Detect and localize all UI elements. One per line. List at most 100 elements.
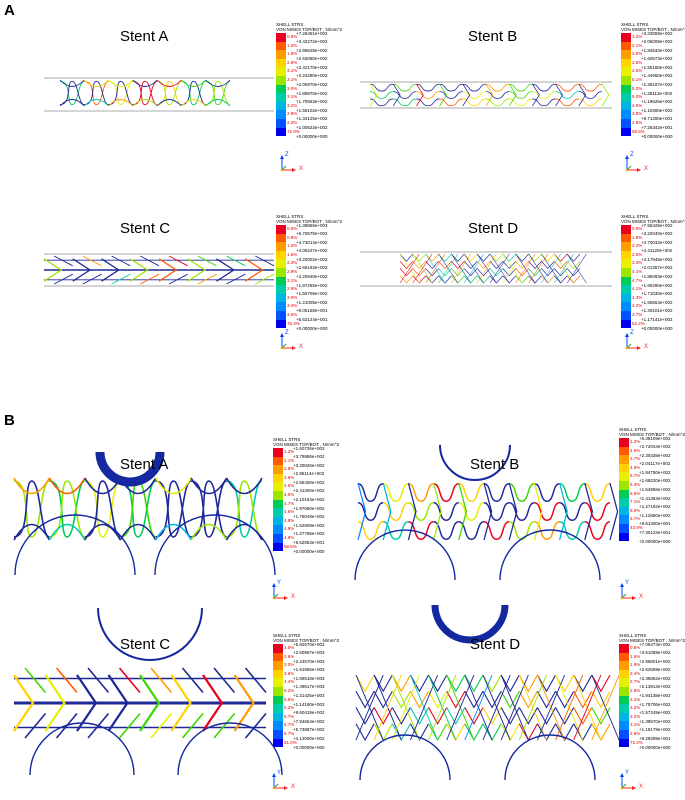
axis-triad: Z X: [278, 330, 304, 354]
legend-header-line2: VON MISES TOP/BOT , N/mm^2: [619, 432, 685, 437]
legend-percent: 4.7%: [284, 500, 295, 506]
axis-triad: Y X: [618, 770, 644, 794]
legend-percent: 0.8%: [287, 34, 298, 39]
legend-percent: 4.3%: [632, 294, 643, 300]
legend-percent: 43.9%: [630, 524, 643, 530]
legend-color-swatch: [621, 84, 631, 94]
legend-value: +1.12650e+002: [639, 512, 671, 518]
legend-percent: 62.2%: [632, 320, 645, 326]
legend-percent: 7.1%: [630, 499, 641, 505]
legend-color-swatch: [621, 319, 631, 329]
legend-value: +5.73897e+002: [293, 727, 325, 733]
legend-value: +2.72044e+002: [639, 444, 671, 450]
vertical-axis-label: Z: [630, 330, 634, 336]
legend-value: +9.29299e+001: [639, 736, 671, 742]
legend-percent: 58.5%: [632, 128, 645, 134]
legend-value: +7.94654e+002: [293, 718, 325, 724]
legend-percent: 2.6%: [284, 653, 295, 659]
legend-value: +1.70563e+002: [296, 99, 328, 105]
vertical-axis-label: Z: [285, 330, 289, 336]
vertical-axis-label: Z: [285, 152, 289, 158]
legend-percent: 3.0%: [632, 51, 643, 57]
legend-percent: 4.9%: [284, 526, 295, 532]
legend-color-swatch: [273, 652, 283, 662]
legend-percent: 2.9%: [287, 286, 298, 292]
legend-header-line2: VON MISES TOP/BOT , N/mm^2: [621, 219, 685, 224]
legend-value: +2.41300e+002: [293, 488, 325, 494]
legend-color-swatch: [276, 267, 286, 277]
legend-percent: 3.6%: [287, 311, 298, 317]
legend-value: +1.57249e+002: [639, 710, 671, 716]
legend-color-swatch: [273, 661, 283, 670]
legend-value: +1.71030e+002: [641, 291, 673, 297]
legend-percent: 1.5%: [287, 251, 298, 257]
legend-color-swatch: [619, 446, 629, 456]
legend-percent: 5.2%: [284, 687, 295, 693]
legend-color-swatch: [276, 233, 286, 243]
legend-color-swatch: [621, 58, 631, 68]
stent-model: [360, 251, 612, 287]
legend-value: +2.96801e+002: [639, 658, 671, 664]
legend-percent: 0.8%: [287, 234, 298, 240]
legend-value: +1.44960e+002: [641, 73, 673, 79]
bottom-rigid-cylinder: [504, 734, 596, 781]
legend-color-swatch: [619, 729, 629, 739]
legend-color-swatch: [273, 695, 283, 705]
legend-color-swatch: [276, 310, 286, 320]
bottom-rigid-cylinder: [154, 514, 276, 576]
legend-value: +2.63060e+002: [296, 56, 328, 62]
legend-value: +1.19626e+002: [641, 99, 673, 105]
legend-color-swatch: [621, 41, 631, 51]
bottom-rigid-cylinder: [29, 722, 135, 776]
legend-percent: 1.9%: [287, 51, 298, 57]
legend-value: +6.38109e+002: [639, 435, 671, 441]
legend-percent: 72.0%: [287, 128, 300, 134]
legend-value: +2.35862e+002: [639, 675, 671, 681]
stent-model: [13, 607, 283, 776]
legend-color-swatch: [621, 293, 631, 303]
legend-color-swatch: [276, 50, 286, 59]
legend-color-swatch: [273, 465, 283, 474]
legend-color-swatch: [621, 285, 631, 294]
legend-value: +0.00000e+000: [296, 325, 328, 331]
legend-value: +1.97660e+002: [293, 505, 325, 511]
legend-percent: 3.1%: [287, 76, 298, 82]
legend-color-swatch: [621, 118, 631, 128]
legend-percent: 4.5%: [284, 491, 295, 497]
legend-percent: 2.4%: [632, 243, 643, 249]
legend-color-swatch: [276, 110, 286, 119]
legend-percent: 0.5%: [287, 226, 298, 231]
legend-percent: 5.7%: [630, 516, 641, 522]
legend-value: +1.49617e+003: [293, 684, 325, 690]
legend-percent: 2.8%: [287, 111, 298, 117]
legend-percent: 3.1%: [630, 696, 641, 702]
legend-percent: 5.3%: [632, 85, 643, 91]
x-axis-label: X: [299, 344, 304, 350]
legend-percent: 2.8%: [284, 466, 295, 472]
legend-value: +2.30438e+002: [639, 452, 671, 458]
legend-percent: 4.4%: [284, 679, 295, 685]
legend-value: +7.55425e+002: [641, 222, 673, 228]
panel-title: Stent C: [120, 220, 171, 237]
legend-header-line2: VON MISES TOP/BOT , N/mm^2: [273, 638, 340, 643]
legend-color-swatch: [619, 644, 629, 653]
legend-percent: 4.8%: [284, 517, 295, 523]
legend-value: +2.17945e+002: [641, 256, 673, 262]
legend-header-line1: SHELL STRS: [619, 427, 647, 432]
legend-header-line2: VON MISES TOP/BOT , N/mm^2: [276, 27, 343, 32]
legend-value: +1.60726e+003: [293, 445, 325, 451]
legend-value: +2.06009e+002: [641, 39, 673, 45]
legend-value: +1.41363e+002: [639, 495, 671, 501]
panel-title: Stent D: [470, 636, 521, 653]
legend-percent: 2.8%: [287, 59, 298, 65]
legend-percent: 6.7%: [284, 730, 295, 736]
legend-value: +2.62559e+002: [639, 667, 671, 673]
legend-percent: 2.7%: [630, 679, 641, 685]
legend-value: +1.18179e+002: [639, 727, 671, 733]
legend-percent: 2.2%: [287, 119, 298, 125]
legend-value: +5.62124e+001: [296, 317, 328, 323]
axis-triad: Y X: [270, 770, 296, 794]
